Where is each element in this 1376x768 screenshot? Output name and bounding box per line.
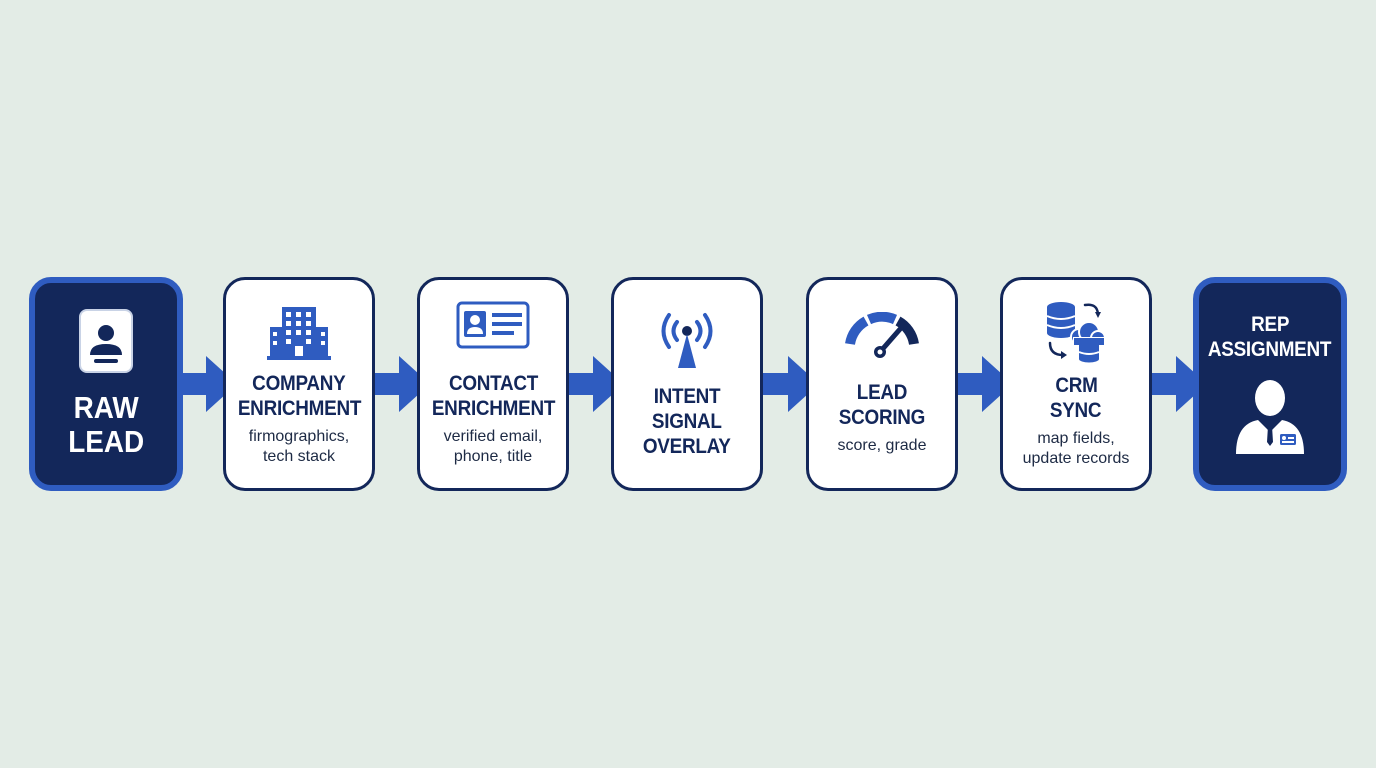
step-title-line: CONTACT — [448, 372, 538, 395]
arrow-connector-4 — [762, 356, 819, 412]
gauge-icon — [845, 312, 919, 358]
step-title-line: SIGNAL — [652, 409, 722, 433]
step-rep-assignment: REP ASSIGNMENT — [1193, 277, 1347, 491]
signal-tower-icon — [661, 312, 713, 368]
user-profile-icon — [79, 309, 133, 373]
step-subtitle-line: update records — [1022, 450, 1130, 467]
step-subtitle-line: firmographics, — [248, 428, 350, 445]
step-title-line: REP — [1250, 313, 1290, 336]
step-crm-sync: CRM SYNC map fields, update records — [1000, 277, 1152, 491]
step-subtitle-line: tech stack — [262, 448, 336, 465]
step-subtitle-line: score, grade — [837, 437, 927, 454]
arrow-connector-6 — [1150, 356, 1207, 412]
step-subtitle-line: map fields, — [1037, 430, 1115, 447]
arrow-connector-1 — [180, 356, 237, 412]
step-lead-scoring: LEAD SCORING score, grade — [806, 277, 958, 491]
sales-rep-icon — [1236, 380, 1304, 454]
step-title-line: LEAD — [68, 424, 144, 459]
step-company-enrichment: COMPANY ENRICHMENT firmographics, tech s… — [223, 277, 375, 491]
contact-card-icon — [456, 301, 530, 349]
step-title-line: ENRICHMENT — [237, 397, 361, 420]
step-title-line: SYNC — [1050, 399, 1102, 422]
step-subtitle-line: verified email, — [443, 428, 543, 445]
step-title-line: INTENT — [653, 384, 721, 408]
step-intent-signal-overlay: INTENT SIGNAL OVERLAY — [611, 277, 763, 491]
arrow-connector-3 — [567, 356, 624, 412]
step-title-line: OVERLAY — [643, 434, 731, 458]
step-raw-lead: RAW LEAD — [29, 277, 183, 491]
step-title-line: ASSIGNMENT — [1208, 338, 1332, 361]
step-title-line: LEAD — [856, 381, 908, 404]
step-title-line: ENRICHMENT — [431, 397, 555, 420]
step-title-line: RAW — [73, 390, 139, 425]
step-title-line: COMPANY — [252, 372, 346, 395]
step-subtitle-line: phone, title — [453, 448, 533, 465]
arrow-connector-2 — [373, 356, 430, 412]
arrow-connector-5 — [956, 356, 1013, 412]
step-title-line: SCORING — [838, 406, 926, 429]
building-icon — [267, 307, 331, 360]
database-cloud-sync-icon — [1046, 302, 1106, 363]
step-title-line: CRM — [1054, 374, 1098, 397]
step-contact-enrichment: CONTACT ENRICHMENT verified email, phone… — [417, 277, 569, 491]
